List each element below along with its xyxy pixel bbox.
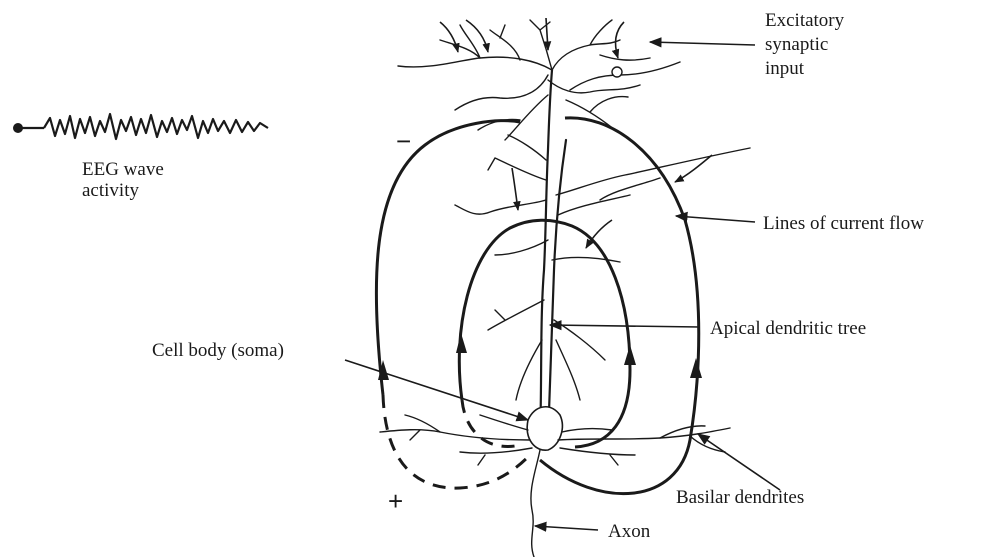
eeg-label-line1: EEG wave [82, 159, 164, 180]
outer-loop-arrow-right [690, 358, 702, 378]
eeg-waveform [44, 114, 268, 139]
soma [527, 407, 562, 450]
excitatory-label-line2: synaptic [765, 34, 828, 55]
negative-sign: − [396, 126, 411, 156]
inner-loop-arrow-left [456, 333, 467, 353]
current-flow-pointer [676, 216, 755, 222]
cell-body-pointer [345, 360, 528, 420]
cell-body-label: Cell body (soma) [152, 340, 284, 361]
apical-pointer [550, 325, 700, 327]
excitatory-pointer [650, 42, 755, 45]
axon-pointer [535, 526, 598, 530]
apical-tree-label: Apical dendritic tree [710, 318, 866, 339]
positive-sign: + [388, 486, 403, 516]
eeg-label-line2: activity [82, 180, 139, 201]
basilar-pointer [698, 434, 780, 490]
axon-fiber [531, 450, 540, 557]
excitatory-label-line3: input [765, 58, 805, 79]
inner-loop-arrow-right [624, 345, 636, 365]
axon-label: Axon [608, 521, 651, 542]
basilar-dendrites-label: Basilar dendrites [676, 487, 804, 508]
current-flow-label: Lines of current flow [763, 213, 924, 234]
excitatory-label-line1: Excitatory [765, 10, 845, 31]
eeg-wave-symbol [13, 114, 268, 139]
